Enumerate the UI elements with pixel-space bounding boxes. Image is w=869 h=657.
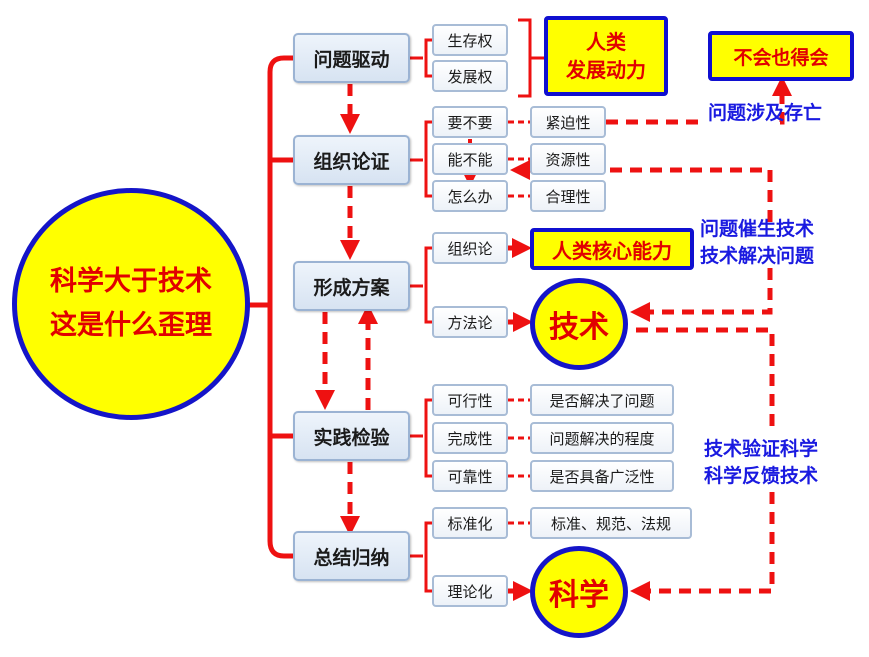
sub-methodology[interactable]: 方法论 (432, 306, 508, 338)
sub-completeness[interactable]: 完成性 (432, 422, 508, 454)
step-summary[interactable]: 总结归纳 (293, 531, 410, 581)
center-topic-circle: 科学大于技术 这是什么歪理 (12, 188, 250, 420)
step-drive[interactable]: 问题驱动 (293, 33, 410, 83)
sub-need[interactable]: 要不要 (432, 106, 508, 138)
verify-note: 技术验证科学 科学反馈技术 (704, 436, 818, 490)
drive-bracket (518, 18, 544, 98)
sub-feasibility[interactable]: 可行性 (432, 384, 508, 416)
branch-test (410, 398, 432, 478)
verify-note-line-1: 技术验证科学 (704, 438, 819, 460)
sub-organization[interactable]: 组织论 (432, 232, 508, 264)
must-learn-box: 不会也得会 (708, 31, 854, 81)
leaf-degree[interactable]: 问题解决的程度 (530, 422, 674, 454)
spur-note-line-2: 技术解决问题 (700, 245, 815, 267)
branch-summary (410, 521, 432, 593)
spur-note: 问题催生技术 技术解决问题 (700, 216, 814, 270)
step-plan[interactable]: 形成方案 (293, 261, 410, 311)
branch-drive (410, 38, 432, 78)
spur-note-line-1: 问题催生技术 (700, 218, 815, 240)
leaf-urgency[interactable]: 紧迫性 (530, 106, 606, 138)
technology-circle: 技术 (530, 278, 628, 370)
drive-motivation-box: 人类 发展动力 (544, 16, 668, 96)
leaf-resources[interactable]: 资源性 (530, 143, 606, 175)
sub-reliability[interactable]: 可靠性 (432, 460, 508, 492)
survival-note: 问题涉及存亡 (708, 102, 823, 124)
drive-box-line-1: 人类 (586, 30, 626, 54)
center-line-2: 这是什么歪理 (50, 310, 212, 341)
sub-can[interactable]: 能不能 (432, 143, 508, 175)
science-circle: 科学 (530, 546, 628, 638)
verify-note-line-2: 科学反馈技术 (704, 465, 819, 487)
step-argue[interactable]: 组织论证 (293, 135, 410, 185)
flow-urgency (606, 82, 782, 125)
sub-standardization[interactable]: 标准化 (432, 507, 508, 539)
flow-verify (636, 327, 775, 432)
branch-argue (410, 120, 432, 198)
sub-survival-right[interactable]: 生存权 (432, 24, 508, 56)
sub-theorization[interactable]: 理论化 (432, 575, 508, 607)
step-test[interactable]: 实践检验 (293, 411, 410, 461)
core-ability-box: 人类核心能力 (530, 228, 694, 270)
sub-how[interactable]: 怎么办 (432, 180, 508, 212)
leaf-standards[interactable]: 标准、规范、法规 (530, 507, 692, 539)
main-trunk (267, 55, 296, 559)
drive-box-line-2: 发展动力 (566, 58, 646, 82)
leaf-generality[interactable]: 是否具备广泛性 (530, 460, 674, 492)
center-line-1: 科学大于技术 (50, 266, 212, 297)
leaf-rationality[interactable]: 合理性 (530, 180, 606, 212)
branch-plan (410, 246, 432, 324)
leaf-solved[interactable]: 是否解决了问题 (530, 384, 674, 416)
sub-development-right[interactable]: 发展权 (432, 60, 508, 92)
